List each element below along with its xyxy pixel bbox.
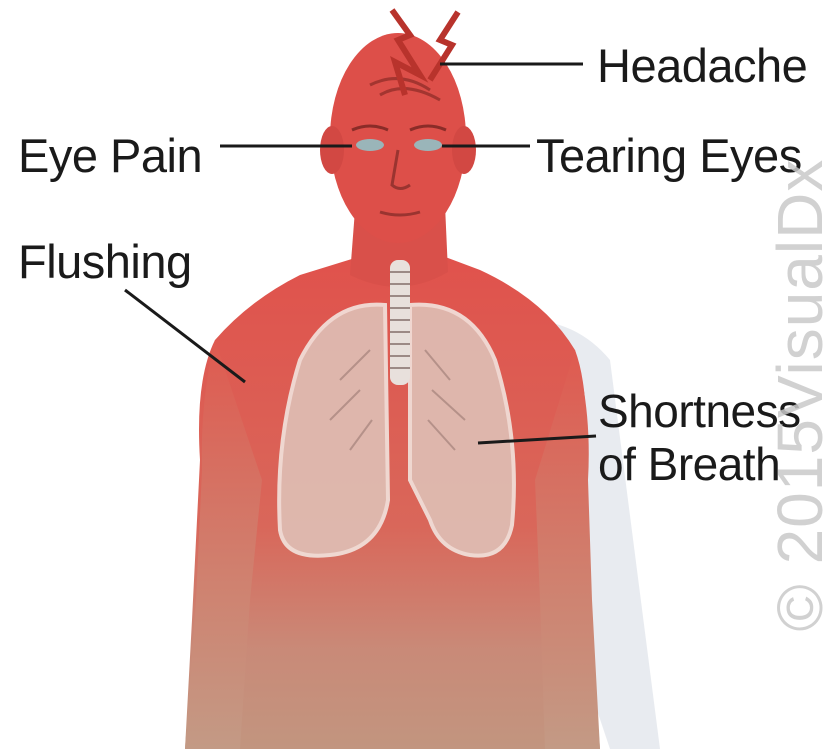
copyright-watermark: © 2015VisualDx [763, 159, 828, 632]
label-tearing-eyes: Tearing Eyes [536, 132, 802, 179]
left-eye [356, 139, 384, 151]
right-eye [414, 139, 442, 151]
trachea [390, 260, 410, 385]
label-eye-pain: Eye Pain [18, 132, 202, 179]
left-ear [320, 126, 344, 174]
right-ear [452, 126, 476, 174]
label-headache: Headache [597, 42, 807, 89]
label-flushing: Flushing [18, 238, 192, 285]
